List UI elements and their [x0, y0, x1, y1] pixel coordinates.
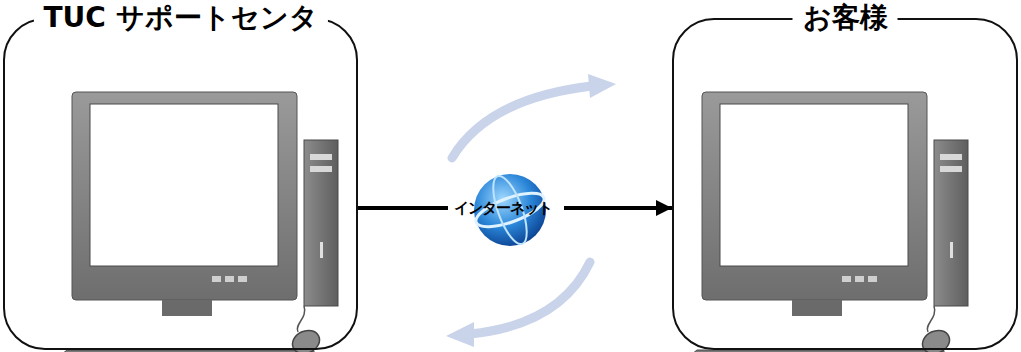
exchange-arrows — [446, 74, 616, 347]
connector-line — [564, 206, 672, 210]
frame-heading: TUC サポートセンタ — [33, 0, 327, 38]
computer-illustration — [52, 92, 338, 352]
frame-heading: お客様 — [793, 0, 898, 38]
computer-illustration — [682, 92, 968, 352]
connector-line — [358, 206, 448, 210]
edge-label: インターネット — [454, 199, 552, 217]
frame-box: お客様 — [672, 18, 1018, 350]
frame-box: TUC サポートセンタ — [3, 18, 358, 350]
